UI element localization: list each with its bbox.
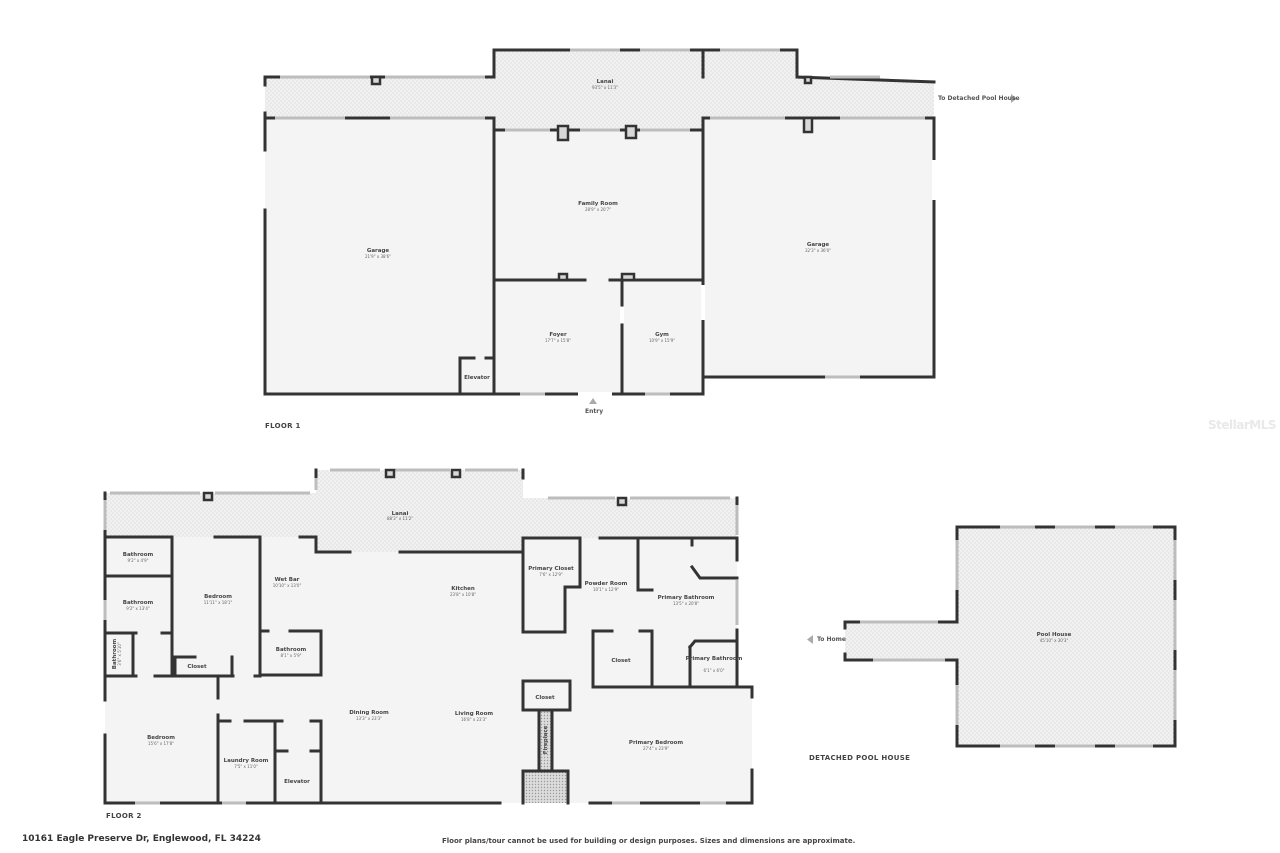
svg-text:13'3" x 23'3": 13'3" x 23'3" [356, 716, 382, 721]
entry-arrow-icon [589, 398, 597, 404]
svg-text:15'6" x 17'8": 15'6" x 17'8" [148, 741, 174, 746]
svg-text:7'5" x 11'0": 7'5" x 11'0" [234, 764, 258, 769]
pool-house-label: DETACHED POOL HOUSE [809, 754, 911, 762]
svg-text:9'2" x 4'9": 9'2" x 4'9" [128, 558, 149, 563]
floor2-lanai [105, 470, 737, 552]
svg-text:13'5" x 20'8": 13'5" x 20'8" [673, 601, 699, 606]
floor2-interior [105, 537, 752, 803]
svg-text:Elevator: Elevator [464, 375, 490, 381]
svg-text:88'3" x 11'2": 88'3" x 11'2" [387, 516, 413, 521]
svg-text:28'9" x 20'7": 28'9" x 20'7" [585, 207, 611, 212]
fireplace [539, 710, 552, 771]
svg-text:3'6" x 5'10": 3'6" x 5'10" [117, 642, 122, 666]
svg-text:93'5" x 11'3": 93'5" x 11'3" [592, 85, 618, 90]
svg-text:23'8" x 10'8": 23'8" x 10'8" [450, 592, 476, 597]
floor-1-label: FLOOR 1 [265, 422, 301, 430]
svg-text:Wet Bar: Wet Bar [275, 577, 300, 583]
svg-text:27'4" x 23'9": 27'4" x 23'9" [643, 746, 669, 751]
svg-text:Bathroom: Bathroom [123, 600, 154, 606]
svg-text:11'11" x 18'1": 11'11" x 18'1" [204, 600, 233, 605]
svg-text:10'9" x 15'9": 10'9" x 15'9" [649, 338, 675, 343]
svg-text:9'2" x 13'4": 9'2" x 13'4" [126, 606, 150, 611]
svg-text:10'10" x 13'0": 10'10" x 13'0" [273, 583, 302, 588]
svg-text:Powder Room: Powder Room [585, 581, 628, 587]
svg-text:Family Room: Family Room [578, 201, 618, 207]
svg-text:6'1" x 6'0": 6'1" x 6'0" [704, 668, 725, 673]
room-name: Lanai [597, 79, 614, 85]
floor1-lanai [265, 50, 934, 130]
svg-text:8'1" x 5'9": 8'1" x 5'9" [281, 653, 302, 658]
watermark-logo: StellarMLS [1208, 418, 1277, 432]
to-home-link: To Home [817, 636, 846, 643]
entry-label: Entry [585, 408, 604, 415]
floor-1-plan: Lanai 93'5" x 11'3" Garage 21'9" x 38'6"… [263, 48, 1017, 404]
floor1-garage-right [703, 118, 934, 377]
floor1-elevator [460, 358, 494, 394]
arrow-right-icon [1011, 94, 1017, 103]
arrow-left-icon [807, 635, 813, 644]
svg-text:7'6" x 12'9": 7'6" x 12'9" [539, 572, 563, 577]
svg-text:Primary Bathroom: Primary Bathroom [686, 656, 743, 662]
svg-text:Bathroom: Bathroom [123, 552, 154, 558]
fireplace-hearth [523, 771, 568, 803]
svg-text:Bathroom: Bathroom [276, 647, 307, 653]
floor1-family-room [494, 130, 703, 280]
floor-2-label: FLOOR 2 [106, 812, 142, 820]
svg-text:Closet: Closet [535, 695, 555, 701]
svg-text:Primary Bedroom: Primary Bedroom [629, 740, 683, 746]
pool-house-plan: Pool House 45'10" x 30'3" [807, 525, 1177, 748]
svg-text:Closet: Closet [611, 658, 631, 664]
svg-text:Primary Bathroom: Primary Bathroom [658, 595, 715, 601]
floor1-garage-left [265, 118, 494, 394]
svg-text:Gym: Gym [655, 332, 669, 338]
svg-text:Pool House: Pool House [1037, 632, 1072, 638]
svg-text:Fireplace: Fireplace [543, 725, 549, 754]
svg-text:Foyer: Foyer [549, 332, 567, 338]
floor-2-plan: Lanai 88'3" x 11'2" Bathroom 9'2" x 4'9"… [103, 468, 754, 805]
svg-text:10'1" x 12'9": 10'1" x 12'9" [593, 587, 619, 592]
svg-text:Dining Room: Dining Room [349, 710, 389, 716]
svg-text:Bedroom: Bedroom [147, 735, 175, 741]
svg-text:Garage: Garage [807, 242, 830, 248]
svg-text:Garage: Garage [367, 248, 390, 254]
property-address: 10161 Eagle Preserve Dr, Englewood, FL 3… [22, 834, 261, 844]
svg-text:32'3" x 36'0": 32'3" x 36'0" [805, 248, 831, 253]
svg-text:Living Room: Living Room [455, 711, 493, 717]
floor1-foyer [494, 280, 622, 394]
svg-text:Bedroom: Bedroom [204, 594, 232, 600]
svg-text:45'10" x 30'3": 45'10" x 30'3" [1040, 638, 1069, 643]
floor1-gym [622, 280, 703, 394]
svg-text:16'8" x 23'3": 16'8" x 23'3" [461, 717, 487, 722]
svg-text:21'9" x 38'6": 21'9" x 38'6" [365, 254, 391, 259]
svg-text:Elevator: Elevator [284, 779, 310, 785]
svg-text:Primary Closet: Primary Closet [528, 566, 574, 572]
svg-text:Laundry Room: Laundry Room [224, 758, 269, 764]
svg-text:Closet: Closet [187, 664, 207, 670]
to-pool-house-link: To Detached Pool House [938, 95, 1020, 102]
disclaimer-text: Floor plans/tour cannot be used for buil… [442, 837, 856, 845]
svg-text:Lanai: Lanai [392, 511, 409, 517]
svg-text:Bathroom: Bathroom [112, 639, 118, 670]
svg-text:17'7" x 15'8": 17'7" x 15'8" [545, 338, 571, 343]
svg-text:Kitchen: Kitchen [451, 586, 475, 592]
